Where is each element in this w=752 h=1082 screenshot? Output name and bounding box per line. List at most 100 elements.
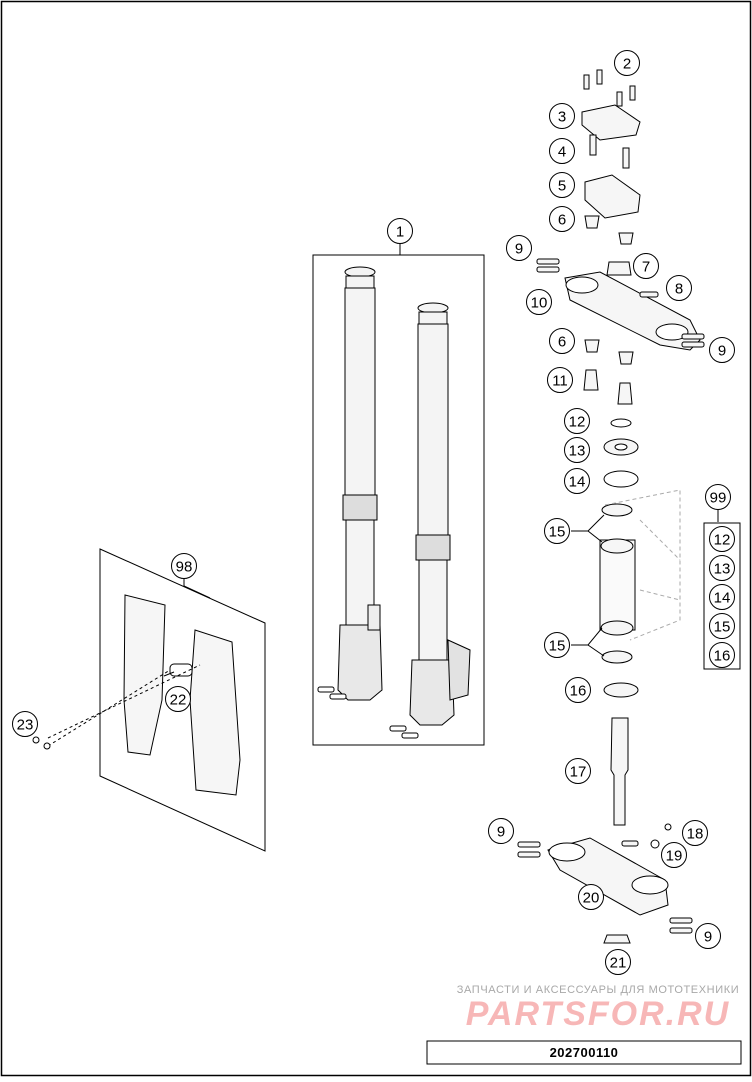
callout-number: 21 [610, 955, 627, 972]
callout-98: 98 [171, 553, 197, 579]
kit-99-item-16: 16 [709, 642, 735, 668]
callout-13: 13 [564, 437, 590, 463]
callout-circle [549, 328, 575, 354]
fork-assembly [312, 244, 485, 746]
callout-19: 19 [661, 842, 687, 868]
callout-circle [549, 172, 575, 198]
callout-5: 5 [549, 172, 575, 198]
callout-8: 8 [666, 275, 692, 301]
callout-circle [387, 218, 413, 244]
callout-12: 12 [564, 408, 590, 434]
callout-circle [526, 289, 552, 315]
callout-circle [165, 686, 191, 712]
callout-circle [633, 253, 659, 279]
callout-15: 15 [544, 632, 570, 658]
callout-circle [661, 842, 687, 868]
callout-9: 9 [709, 337, 735, 363]
callout-number: 17 [570, 764, 587, 781]
callout-circle [565, 677, 591, 703]
watermark: ЗАПЧАСТИ И АКСЕССУАРЫ ДЛЯ МОТОТЕХНИКИ PA… [457, 984, 739, 1033]
callout-number: 14 [714, 590, 731, 607]
callout-number: 14 [569, 474, 586, 491]
kit-99-item-14: 14 [709, 584, 735, 610]
callout-20: 20 [578, 884, 604, 910]
callout-number: 10 [531, 295, 548, 312]
callout-number: 20 [583, 890, 600, 907]
callout-9: 9 [695, 923, 721, 949]
callout-number: 15 [549, 524, 566, 541]
kit-99-item-13: 13 [709, 555, 735, 581]
callout-14: 14 [564, 468, 590, 494]
callout-18: 18 [682, 820, 708, 846]
kit-99-list-box [703, 522, 741, 670]
callout-11: 11 [547, 367, 573, 393]
callout-circle [564, 468, 590, 494]
callout-16: 16 [565, 677, 591, 703]
callout-circle [709, 584, 735, 610]
callout-circle [549, 206, 575, 232]
callout-number: 6 [558, 212, 566, 229]
callout-number: 22 [170, 692, 187, 709]
callout-circle [488, 818, 514, 844]
callout-number: 9 [704, 929, 712, 946]
callout-number: 9 [718, 343, 726, 360]
callout-number: 2 [623, 56, 631, 73]
callout-circle [549, 103, 575, 129]
callout-6: 6 [549, 328, 575, 354]
callout-10: 10 [526, 289, 552, 315]
callout-circle [565, 758, 591, 784]
callout-circle [605, 949, 631, 975]
callout-circle [564, 437, 590, 463]
callout-number: 6 [558, 334, 566, 351]
callout-number: 16 [714, 648, 731, 665]
callout-circle [544, 518, 570, 544]
callout-17: 17 [565, 758, 591, 784]
watermark-logo: PARTSFOR.RU [466, 995, 730, 1033]
callout-7: 7 [633, 253, 659, 279]
kit-99-item-15: 15 [709, 613, 735, 639]
callout-number: 9 [497, 824, 505, 841]
callout-2: 2 [614, 50, 640, 76]
callout-number: 13 [714, 561, 731, 578]
leader-lines [163, 510, 719, 677]
callout-22: 22 [165, 686, 191, 712]
callout-circle [171, 553, 197, 579]
callout-circle [709, 337, 735, 363]
callout-circle [666, 275, 692, 301]
callout-number: 3 [558, 109, 566, 126]
watermark-caption: ЗАПЧАСТИ И АКСЕССУАРЫ ДЛЯ МОТОТЕХНИКИ [457, 984, 739, 996]
callout-number: 9 [515, 241, 523, 258]
callout-circle [547, 367, 573, 393]
callout-number: 15 [549, 638, 566, 655]
steering-parts [517, 69, 705, 944]
callout-1: 1 [387, 218, 413, 244]
part-code: 202700110 [550, 1045, 619, 1060]
callout-number: 4 [558, 144, 566, 161]
callout-number: 13 [569, 443, 586, 460]
callout-number: 11 [552, 373, 568, 390]
callout-99: 99 [705, 484, 731, 510]
callout-number: 23 [17, 717, 34, 734]
callout-9: 9 [506, 235, 532, 261]
callout-circle [564, 408, 590, 434]
callout-number: 16 [570, 683, 587, 700]
callout-number: 98 [176, 559, 193, 576]
callout-circle [709, 526, 735, 552]
callout-number: 18 [687, 826, 704, 843]
callout-3: 3 [549, 103, 575, 129]
part-code-box [426, 1040, 742, 1065]
callout-circle [549, 138, 575, 164]
callout-6: 6 [549, 206, 575, 232]
callout-number: 15 [714, 619, 731, 636]
callout-circle [709, 642, 735, 668]
callout-number: 99 [710, 490, 727, 507]
callout-number: 12 [569, 414, 586, 431]
kit-99-item-12: 12 [709, 526, 735, 552]
callout-4: 4 [549, 138, 575, 164]
callout-circle [544, 632, 570, 658]
callout-number: 19 [666, 848, 683, 865]
callout-circle [12, 711, 38, 737]
callout-circle [614, 50, 640, 76]
